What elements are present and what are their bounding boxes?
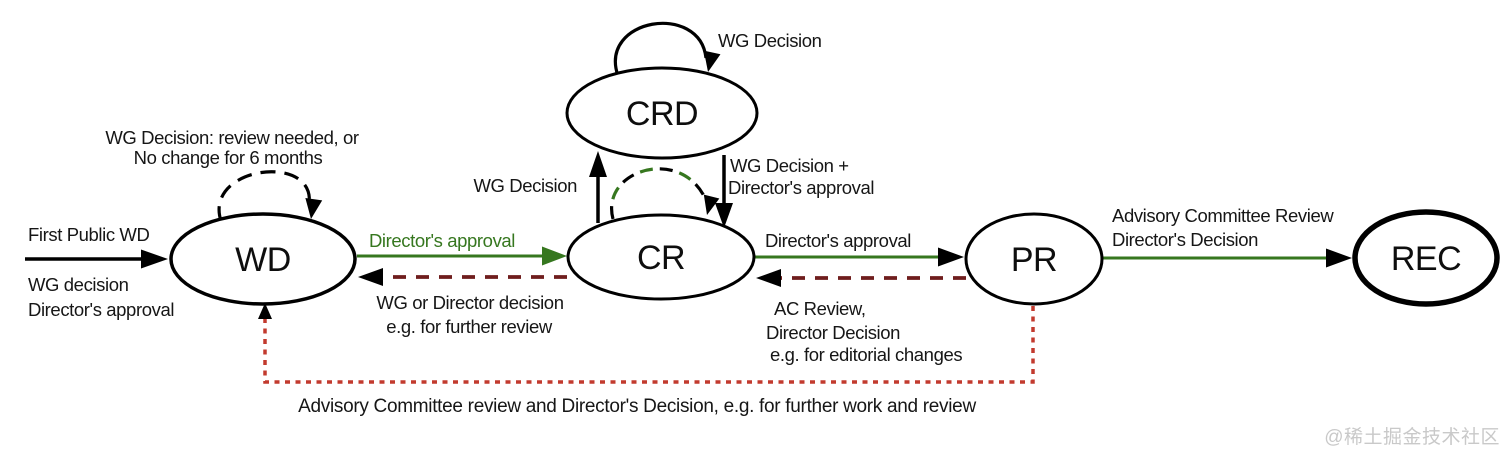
edge-label: AC Review, — [774, 298, 866, 319]
watermark-text: @稀土掘金技术社区 — [1324, 426, 1500, 448]
edge-pr-to-cr: AC Review, Director Decision e.g. for ed… — [756, 269, 966, 365]
arrowhead-icon — [715, 203, 733, 228]
edge-label: WG Decision — [718, 30, 822, 51]
edge-label: WG Decision + — [730, 155, 849, 176]
node-crd-label: CRD — [626, 95, 698, 133]
node-cr-label: CR — [637, 239, 685, 277]
arrowhead-icon — [703, 194, 720, 215]
edge-label: Advisory Committee Review — [1112, 205, 1334, 226]
node-cr: CR — [566, 213, 756, 301]
edge-wd-self-loop: WG Decision: review needed, or No change… — [105, 127, 359, 222]
edge-crd-to-cr: WG Decision + Director's approval — [715, 155, 874, 228]
edge-label: WG or Director decision — [376, 292, 563, 313]
arrowhead-icon — [305, 198, 323, 219]
edge-line — [609, 167, 707, 220]
edge-pr-to-wd-return: Advisory Committee review and Director's… — [258, 303, 1035, 417]
edge-label: Director's approval — [728, 177, 874, 198]
node-crd: CRD — [565, 66, 759, 160]
node-wd-ellipse — [169, 212, 357, 306]
node-crd-ellipse — [565, 66, 759, 160]
edge-cr-to-pr: Director's approval — [755, 230, 964, 267]
edge-pr-to-rec: Advisory Committee Review Director's Dec… — [1103, 205, 1352, 268]
node-rec: REC — [1352, 209, 1500, 307]
arrowhead-icon — [703, 50, 721, 72]
edge-label: WG Decision — [473, 175, 577, 196]
edge-label: WG decision — [28, 274, 129, 295]
node-pr: PR — [964, 212, 1104, 306]
node-wd: WD — [169, 212, 357, 306]
node-cr-ellipse — [566, 213, 756, 301]
edge-crd-self-loop: WG Decision — [613, 21, 822, 77]
edge-label: e.g. for further review — [386, 316, 553, 337]
edge-label: Director's approval — [28, 299, 174, 320]
edge-label: Advisory Committee review and Director's… — [298, 396, 976, 417]
arrowhead-icon — [542, 246, 567, 266]
edge-label: Director's Decision — [1112, 229, 1258, 250]
edge-line — [613, 21, 708, 77]
edge-label: First Public WD — [28, 224, 149, 245]
edge-label: Director's approval — [765, 230, 911, 251]
edge-line — [217, 170, 311, 222]
edge-cr-self-loop-dashed — [609, 167, 720, 220]
arrowhead-icon — [258, 303, 272, 319]
edge-label: No change for 6 months — [134, 147, 323, 168]
arrowhead-icon — [141, 249, 168, 269]
node-rec-label: REC — [1391, 240, 1461, 278]
edge-label: e.g. for editorial changes — [770, 344, 962, 365]
edge-line-green-dashes — [609, 167, 707, 220]
node-pr-ellipse — [964, 212, 1104, 306]
edge-cr-to-wd: WG or Director decision e.g. for further… — [358, 268, 567, 337]
edge-label: Director's approval — [369, 230, 515, 251]
edge-first-public-to-wd: First Public WD WG decision Director's a… — [25, 224, 174, 320]
arrowhead-icon — [938, 247, 964, 267]
arrowhead-icon — [756, 269, 781, 287]
edge-cr-to-crd: WG Decision — [473, 151, 607, 223]
edge-wd-to-cr: Director's approval — [357, 230, 567, 266]
arrowhead-icon — [358, 268, 383, 286]
arrowhead-icon — [1326, 248, 1352, 268]
edge-label: WG Decision: review needed, or — [105, 127, 359, 148]
edge-label: Director Decision — [766, 322, 900, 343]
node-rec-ellipse — [1352, 209, 1500, 307]
arrowhead-icon — [589, 151, 607, 177]
node-wd-label: WD — [235, 241, 291, 279]
node-pr-label: PR — [1011, 241, 1057, 279]
